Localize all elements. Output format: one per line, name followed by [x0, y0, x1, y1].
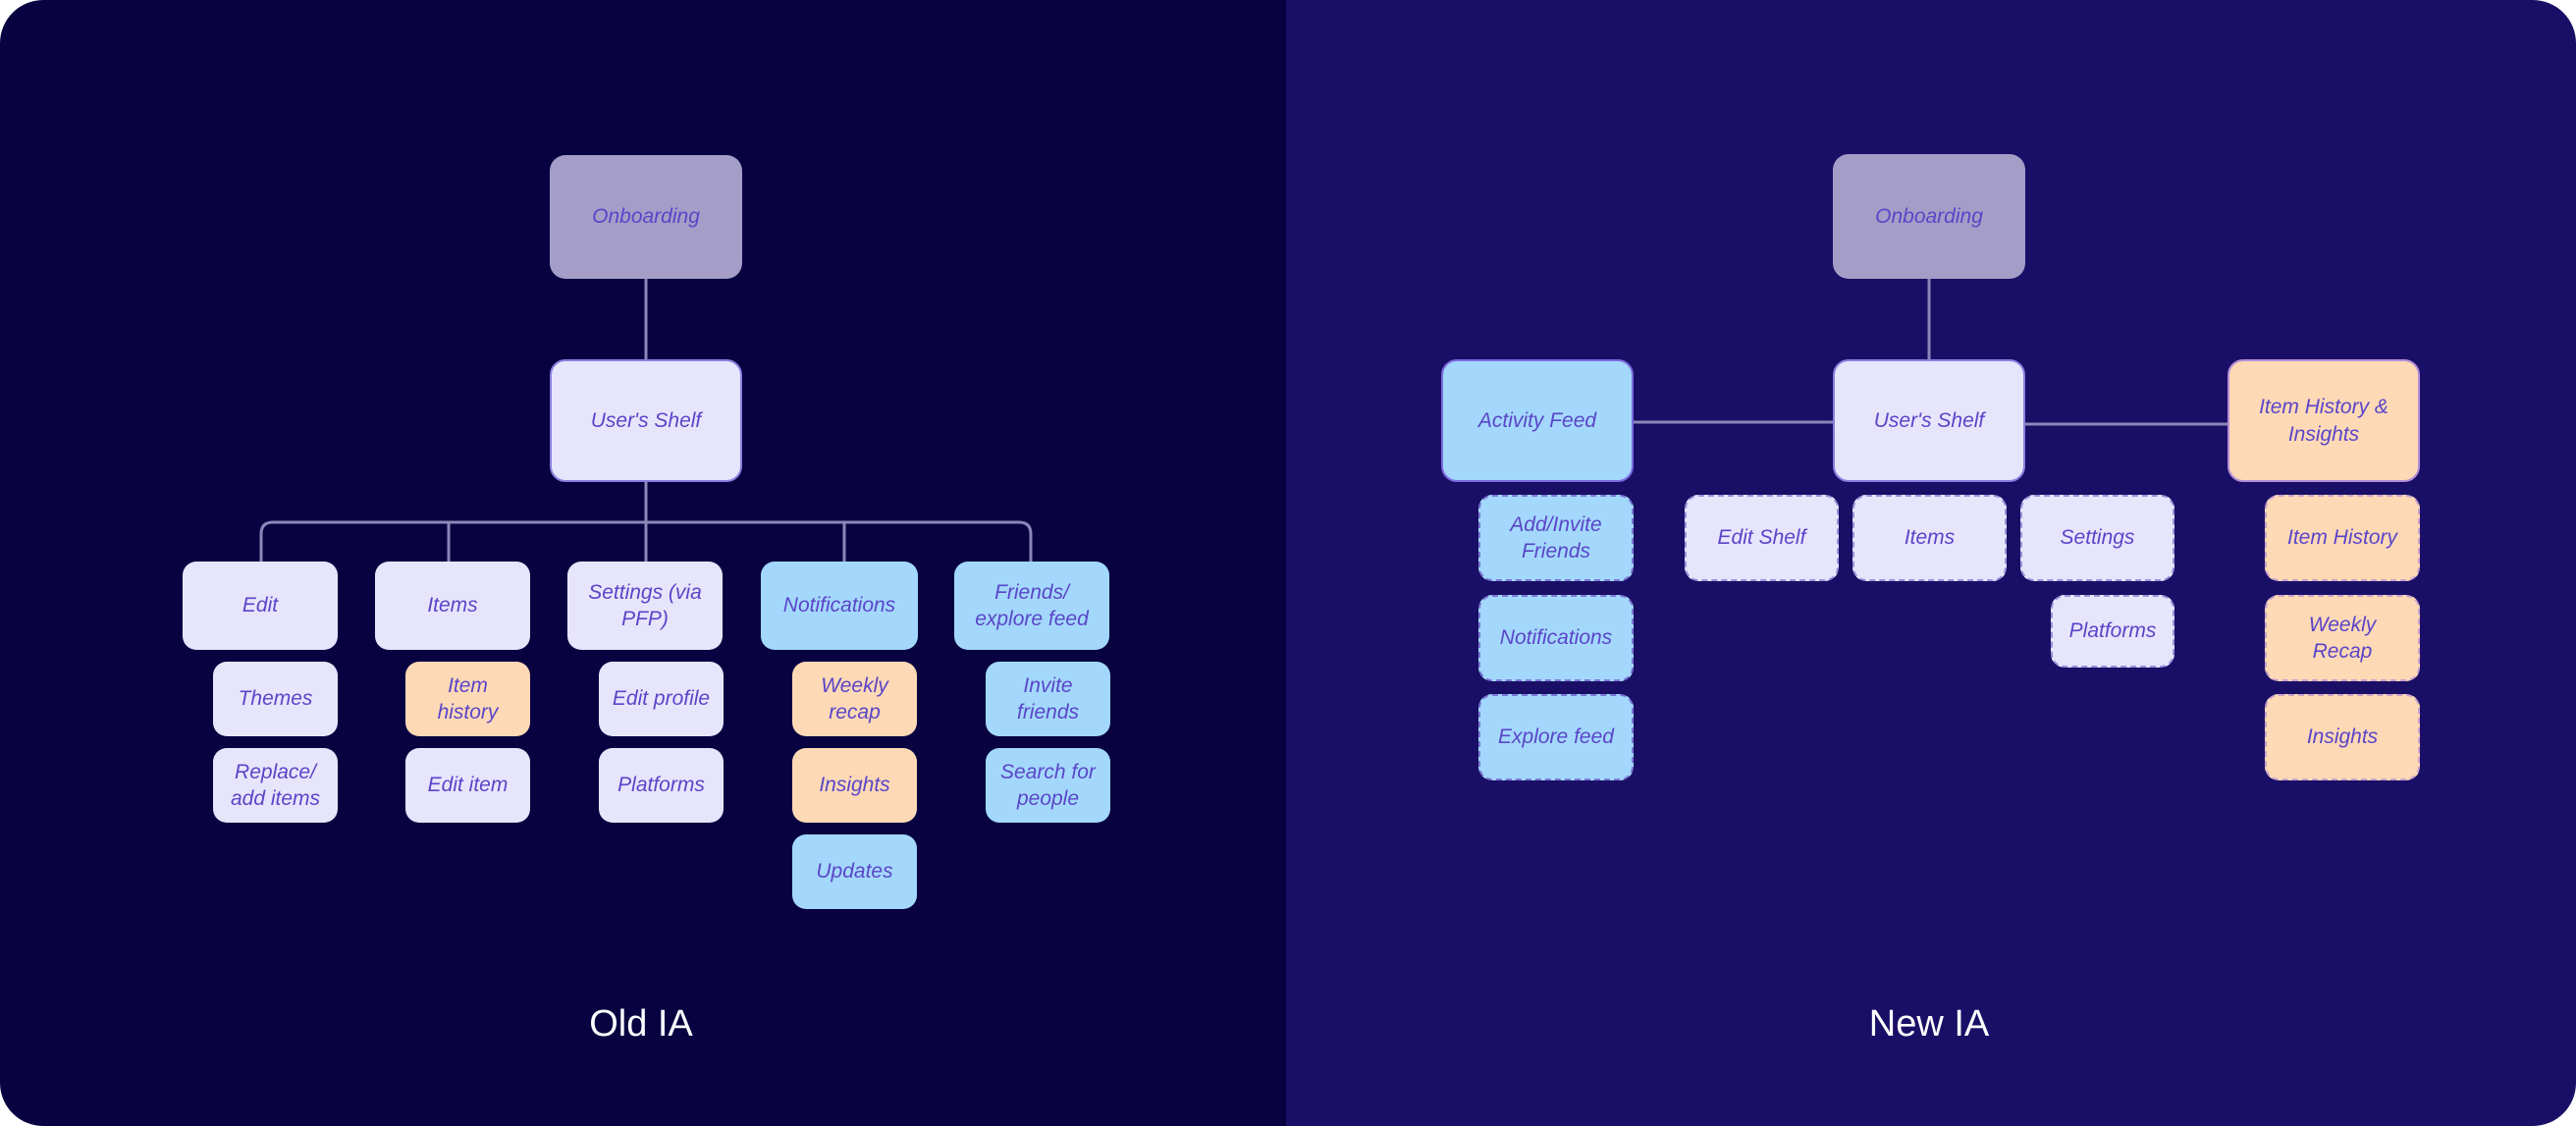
old-weekly-recap-node: Weekly recap [792, 662, 917, 736]
new-weekly-recap-node: Weekly Recap [2265, 595, 2420, 681]
new-explore-feed-node: Explore feed [1478, 694, 1634, 780]
old-friends-feed-label: Friends/ explore feed [975, 580, 1089, 630]
new-weekly-recap-label: Weekly Recap [2308, 613, 2377, 663]
new-users-shelf-node: User's Shelf [1833, 359, 2025, 482]
new-onboarding-node: Onboarding [1833, 154, 2025, 279]
new-item-history-label: Item History [2286, 526, 2397, 550]
old-platforms-node: Platforms [599, 748, 724, 823]
old-item-history-node: Item history [405, 662, 530, 736]
old-replace-add-items-label: Replace/ add items [230, 760, 321, 810]
old-ia-caption: Old IA [589, 1003, 693, 1045]
old-insights-label: Insights [819, 774, 890, 797]
old-weekly-recap-label: Weekly recap [821, 673, 888, 724]
old-search-people-node: Search for people [986, 748, 1110, 823]
old-items-node: Items [375, 562, 530, 650]
old-updates-label: Updates [816, 860, 893, 884]
old-users-shelf-node: User's Shelf [550, 359, 742, 482]
old-users-shelf-label: User's Shelf [590, 408, 702, 432]
new-notifications-node: Notifications [1478, 595, 1634, 681]
old-themes-label: Themes [238, 687, 313, 711]
new-settings-label: Settings [2060, 526, 2135, 550]
old-edit-item-node: Edit item [405, 748, 530, 823]
old-settings-node: Settings (via PFP) [567, 562, 723, 650]
old-edit-profile-node: Edit profile [599, 662, 724, 736]
old-insights-node: Insights [792, 748, 917, 823]
old-platforms-label: Platforms [617, 774, 705, 797]
new-insights-node: Insights [2265, 694, 2420, 780]
old-settings-label: Settings (via PFP) [588, 580, 702, 630]
new-onboarding-label: Onboarding [1875, 204, 1983, 228]
old-edit-item-label: Edit item [427, 774, 509, 797]
new-edit-shelf-label: Edit Shelf [1717, 526, 1806, 550]
new-item-history-node: Item History [2265, 495, 2420, 581]
old-invite-friends-label: Invite friends [1016, 673, 1080, 724]
old-item-history-label: Item history [437, 673, 499, 724]
new-edit-shelf-node: Edit Shelf [1685, 495, 1839, 581]
new-items-node: Items [1852, 495, 2007, 581]
new-insights-label: Insights [2306, 725, 2379, 749]
old-edit-node: Edit [183, 562, 338, 650]
new-explore-feed-label: Explore feed [1498, 725, 1614, 749]
new-add-invite-friends-node: Add/Invite Friends [1478, 495, 1634, 581]
old-edit-label: Edit [242, 594, 279, 617]
new-items-label: Items [1904, 526, 1956, 550]
old-notifications-node: Notifications [761, 562, 918, 650]
new-ia-caption: New IA [1868, 1003, 1990, 1045]
new-activity-feed-node: Activity Feed [1441, 359, 1634, 482]
new-item-history-insights-label: Item History & Insights [2259, 396, 2388, 446]
new-add-invite-friends-label: Add/Invite Friends [1510, 512, 1602, 563]
old-invite-friends-node: Invite friends [986, 662, 1110, 736]
new-platforms-label: Platforms [2068, 619, 2157, 643]
old-search-people-label: Search for people [1000, 760, 1096, 810]
old-onboarding-label: Onboarding [592, 205, 700, 229]
old-items-label: Items [427, 594, 478, 617]
old-updates-node: Updates [792, 834, 917, 909]
old-notifications-label: Notifications [782, 594, 896, 617]
old-onboarding-node: Onboarding [550, 155, 742, 279]
old-friends-feed-node: Friends/ explore feed [954, 562, 1109, 650]
new-platforms-node: Platforms [2051, 595, 2174, 668]
old-edit-profile-label: Edit profile [612, 687, 711, 711]
new-settings-node: Settings [2020, 495, 2174, 581]
new-notifications-label: Notifications [1499, 626, 1613, 650]
old-replace-add-items-node: Replace/ add items [213, 748, 338, 823]
new-activity-feed-label: Activity Feed [1477, 408, 1597, 432]
old-themes-node: Themes [213, 662, 338, 736]
new-item-history-insights-node: Item History & Insights [2227, 359, 2420, 482]
new-users-shelf-label: User's Shelf [1873, 408, 1985, 432]
